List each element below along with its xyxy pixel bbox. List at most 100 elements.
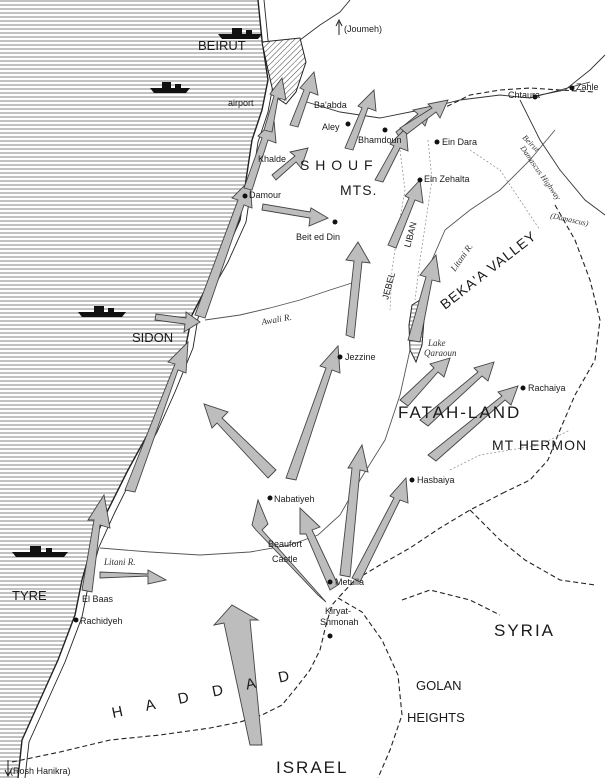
label-nabatiyeh: Nabatiyeh <box>274 494 315 504</box>
border-lebanon-israel <box>11 597 339 763</box>
label-baabda: Ba'abda <box>314 100 347 110</box>
invasion-arrow-icon <box>212 604 263 746</box>
jebel-liban-ridge-east <box>414 139 433 301</box>
label-jebel: JEBEL <box>380 271 397 300</box>
label-chtaura: Chtaura <box>508 90 540 100</box>
town-dot-icon <box>242 193 248 199</box>
label-rachaiya: Rachaiya <box>528 383 566 393</box>
invasion-arrow-icon <box>243 118 277 191</box>
label-aley: Aley <box>322 122 340 132</box>
town-dot-icon <box>73 617 79 623</box>
label-mt-hermon: MT HERMON <box>492 437 587 453</box>
town-dot-icon <box>417 177 423 183</box>
label-metulla: Metulla <box>335 577 364 587</box>
town-dot-icon <box>532 94 538 100</box>
label-golan: GOLAN <box>416 678 462 693</box>
label-rosh-hanikra: (Rosh Hanikra) <box>10 766 71 776</box>
invasion-arrow-icon <box>407 253 441 343</box>
ship-icon <box>12 546 68 557</box>
label-shmonah: Shmonah <box>320 617 359 627</box>
label-bhamdoun: Bhamdoun <box>358 135 402 145</box>
invasion-arrow-icon <box>399 99 449 135</box>
label-joumeh: (Joumeh) <box>344 24 382 34</box>
invasion-arrow-icon <box>124 340 189 493</box>
label-airport: airport <box>228 98 254 108</box>
invasion-arrow-icon <box>299 506 339 591</box>
town-dot-icon <box>382 127 388 133</box>
invasion-arrow-icon <box>351 476 409 583</box>
invasion-arrow-icon <box>194 178 253 319</box>
road-zahle <box>539 54 606 96</box>
label-heights: HEIGHTS <box>407 710 465 725</box>
invasion-arrow-icon <box>285 344 341 481</box>
label-mts: MTS. <box>340 182 377 198</box>
invasion-arrow-icon <box>99 569 168 585</box>
invasion-arrow-icon <box>261 203 330 227</box>
litani-river-north-line <box>444 129 556 231</box>
town-dot-icon <box>409 477 415 483</box>
label-sidon: SIDON <box>132 330 173 345</box>
label-tyre: TYRE <box>12 588 47 603</box>
invasion-arrow-icon <box>271 147 309 181</box>
invasion-arrow-icon <box>344 89 377 151</box>
label-ein-dara: Ein Dara <box>442 137 477 147</box>
label-rachidyeh: Rachidyeh <box>80 616 123 626</box>
label-haddad: H A D D A D <box>110 666 300 722</box>
invasion-arrow-icon <box>203 403 277 479</box>
hermon-relief <box>449 429 571 471</box>
town-dot-icon <box>337 354 343 360</box>
invasion-arrow-icon <box>427 385 519 462</box>
label-awali: Awali R. <box>260 312 293 327</box>
label-el-baas: El Baas <box>82 594 114 604</box>
label-jezzine: Jezzine <box>345 352 376 362</box>
label-beit-ed-din: Beit ed Din <box>296 232 340 242</box>
road-to-damascus <box>519 99 606 216</box>
label-beaufort: Beaufort <box>268 539 303 549</box>
invasion-arrow-icon <box>387 178 424 249</box>
label-syria: SYRIA <box>494 621 555 640</box>
label-litani-south: Litani R. <box>103 557 136 567</box>
border-israel-syria <box>337 597 403 778</box>
ship-icon <box>150 82 190 93</box>
border-golan <box>469 509 596 586</box>
invasion-arrow-icon <box>251 498 327 603</box>
invasion-arrow-icon <box>419 361 495 427</box>
beirut-city-area <box>261 37 307 105</box>
town-dot-icon <box>345 121 351 127</box>
label-litani-north: Litani R. <box>448 242 475 274</box>
label-lake: Lake <box>427 338 446 348</box>
invasion-arrow-icon <box>399 357 451 407</box>
town-dot-icon <box>520 385 526 391</box>
town-dot-icon <box>327 579 333 585</box>
road-joumeh <box>299 0 351 41</box>
arrow-down-icon <box>4 760 12 778</box>
invasion-arrow-icon <box>263 76 287 133</box>
border-north <box>439 87 596 111</box>
label-israel: ISRAEL <box>276 758 348 777</box>
town-dot-icon <box>332 219 338 225</box>
invasion-arrow-icon <box>154 311 201 333</box>
town-dot-icon <box>434 139 440 145</box>
town-dot-icon <box>569 85 575 91</box>
invasion-arrow-icon <box>339 443 369 578</box>
label-beirut: BEIRUT <box>198 38 246 53</box>
invasion-arrow-icon <box>289 70 319 128</box>
invasion-arrow-icon <box>345 241 371 339</box>
town-dot-icon <box>327 633 333 639</box>
label-castle: Castle <box>272 554 298 564</box>
mediterranean-sea <box>0 0 268 778</box>
ship-icon <box>218 28 262 39</box>
invasion-arrow-icon <box>81 493 111 593</box>
label-damascus: (Damascus) <box>550 211 590 228</box>
label-zahle: Zahle <box>576 82 599 92</box>
label-kiryat: Kiryat- <box>325 606 351 616</box>
label-shouf: S H O U F <box>300 157 374 173</box>
border-lebanon-syria-east <box>504 204 601 493</box>
invasion-arrows <box>81 70 519 746</box>
town-dots <box>73 85 575 639</box>
town-dot-icon <box>267 495 273 501</box>
awali-river-line <box>204 281 356 321</box>
arrow-up-icon <box>335 18 343 35</box>
label-damascus-highway: Damascus Highway <box>518 143 563 202</box>
